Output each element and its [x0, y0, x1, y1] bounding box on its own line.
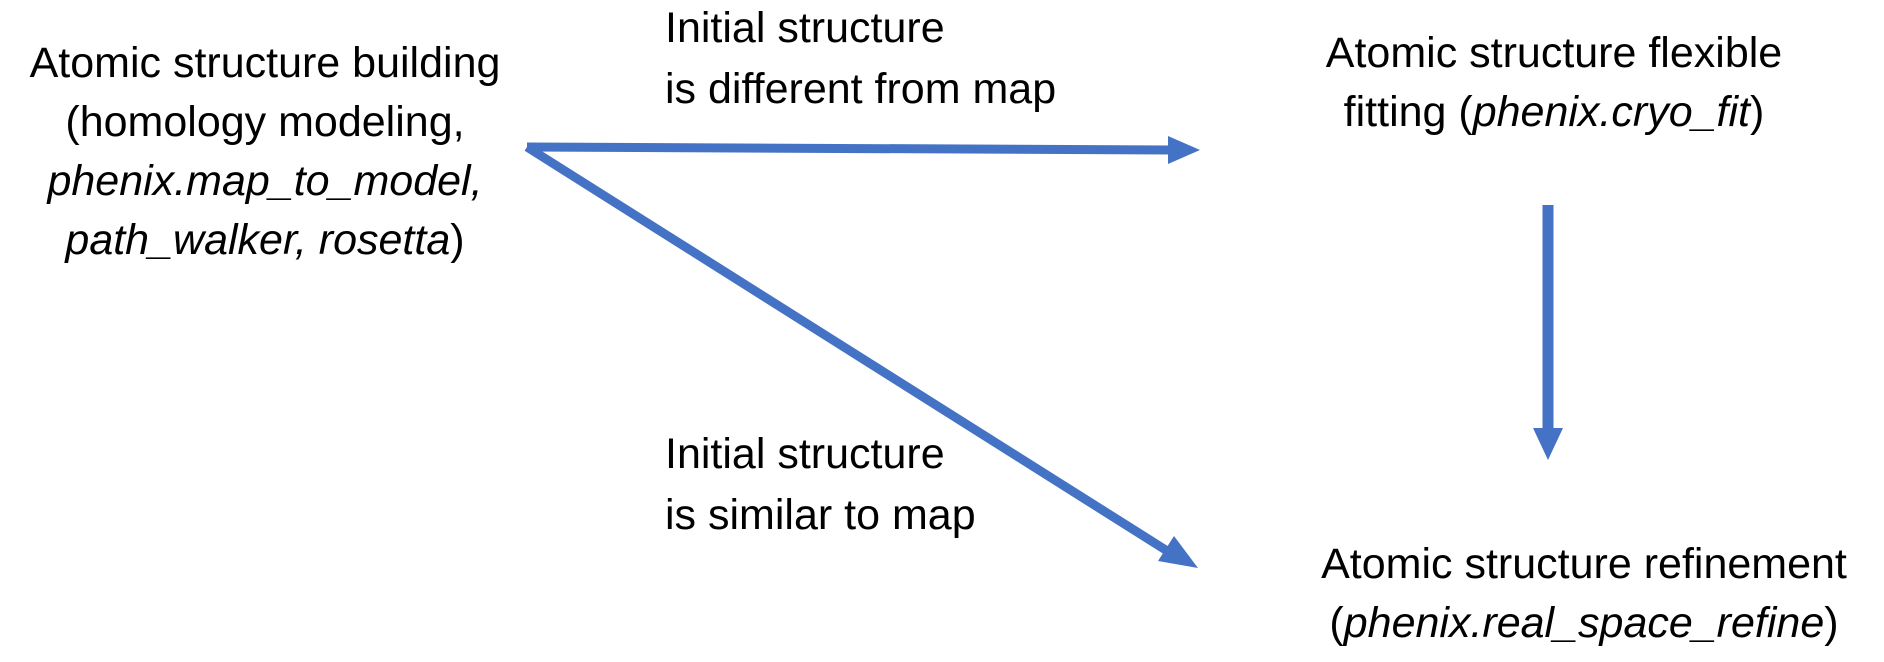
edge-label-different-line2: is different from map	[665, 65, 1057, 113]
edge-label-different-line1: Initial structure	[665, 4, 945, 52]
edge-label-similar-line1: Initial structure	[665, 430, 945, 478]
arrow-building-to-refinement-shaft	[524, 143, 1175, 558]
node-structure-building: Atomic structure building (homology mode…	[5, 34, 525, 270]
node-fitting-tool-prefix: fitting (	[1343, 88, 1473, 136]
node-building-tools-close: )	[450, 216, 465, 264]
node-fitting-title: Atomic structure flexible	[1325, 29, 1783, 77]
node-flexible-fitting: Atomic structure flexible fitting (pheni…	[1296, 24, 1812, 142]
arrow-building-to-fitting-shaft	[526, 142, 1173, 155]
arrow-building-to-fitting-head	[1168, 136, 1200, 164]
edge-label-similar-line2: is similar to map	[665, 491, 976, 539]
node-refinement-title: Atomic structure refinement	[1321, 540, 1847, 588]
node-fitting-tool-suffix: )	[1749, 88, 1765, 136]
edge-label-similar-to-map: Initial structure is similar to map	[665, 424, 976, 546]
node-building-map-to-model-text: phenix.map_to_model,	[47, 157, 483, 205]
edge-label-different-from-map: Initial structure is different from map	[665, 0, 1056, 120]
node-refinement-tool: (phenix.real_space_refine)	[1286, 594, 1882, 653]
arrow-fitting-to-refinement-head	[1533, 428, 1563, 460]
node-building-tools: path_walker, rosetta)	[5, 211, 525, 270]
node-building-title: Atomic structure building	[29, 39, 501, 87]
node-refinement-tool-name: phenix.real_space_refine	[1343, 599, 1825, 647]
arrow-building-to-refinement-head	[1158, 536, 1198, 568]
node-refinement-tool-suffix: )	[1824, 599, 1839, 647]
node-fitting-tool-name: phenix.cryo_fit	[1472, 88, 1750, 136]
node-refinement-tool-prefix: (	[1329, 599, 1344, 647]
node-building-tools-text: path_walker, rosetta	[65, 216, 451, 264]
node-fitting-tool: fitting (phenix.cryo_fit)	[1296, 83, 1812, 142]
node-building-homology: (homology modeling,	[65, 98, 465, 146]
node-building-map-to-model: phenix.map_to_model,	[5, 152, 525, 211]
node-refinement: Atomic structure refinement (phenix.real…	[1286, 535, 1882, 653]
